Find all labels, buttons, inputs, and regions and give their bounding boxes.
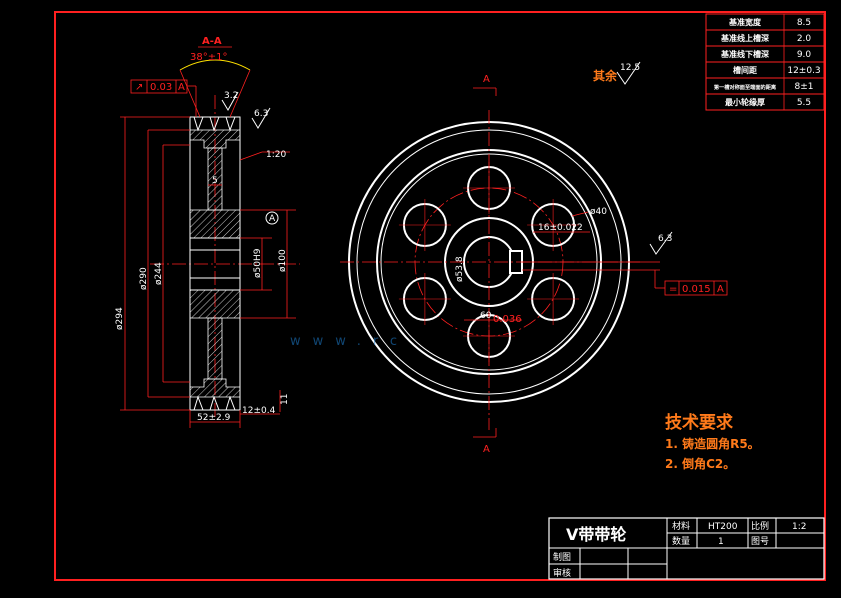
- dim-290: ø290: [139, 267, 149, 290]
- cut-marker-bottom: A: [483, 444, 490, 455]
- spec-row-name: 第一槽对称面至端面的距离: [714, 83, 776, 91]
- taper-label: 1:20: [266, 150, 286, 160]
- symmetry-datum: A: [717, 284, 724, 295]
- checked-by-label: 审核: [553, 567, 571, 579]
- section-view: ø294 ø290 ø244 ø50H9 ø100 A 52±2.9 12±0.…: [115, 36, 300, 428]
- roughness-other: 12.5: [620, 63, 640, 73]
- part-name: V带带轮: [566, 525, 626, 544]
- spec-row-name: 基准宽度: [728, 17, 762, 27]
- spec-table: 基准宽度 8.5 基准线上槽深 2.0 基准线下槽深 9.0 槽间距 12±0.3 第一槽对称面…: [705, 13, 825, 111]
- dim-width: 52±2.9: [197, 413, 231, 423]
- quantity-label: 数量: [672, 535, 690, 547]
- angle-label: 38°±1°: [190, 52, 227, 63]
- spec-row-name: 基准线上槽深: [720, 33, 769, 43]
- dim-244: ø244: [154, 262, 164, 285]
- symmetry-value: 0.015: [682, 284, 711, 295]
- dim-key-width: 16±0.022: [538, 223, 583, 233]
- spec-row-value: 9.0: [797, 50, 812, 60]
- hub-hatch-top: [189, 209, 241, 239]
- drawn-by-label: 制图: [553, 551, 571, 563]
- drawing-border: [54, 11, 826, 581]
- spec-row-value: 12±0.3: [787, 66, 820, 76]
- dim-outer-dia: ø294: [115, 307, 125, 330]
- dim-spoke: 5: [212, 176, 218, 186]
- quantity-value: 1: [718, 537, 724, 547]
- cut-marker-top: A: [483, 74, 490, 85]
- spec-row-name: 基准线下槽深: [720, 49, 769, 59]
- tech-req-item-1: 1. 铸造圆角R5。: [665, 436, 760, 451]
- spec-row-name: 最小轮缘厚: [725, 97, 765, 107]
- other-surfaces-label: 其余: [593, 68, 618, 83]
- rim-hatch-bottom: [189, 378, 241, 398]
- front-view: A A 16±0.022 ø40 ø53.8 60 0.036 = 0.015 …: [340, 74, 728, 455]
- dim-bore: ø50H9: [253, 248, 263, 278]
- dim-hole-dia: ø40: [590, 207, 607, 217]
- title-block: V带带轮 材料 HT200 比例 1:2 数量 1 图号 制图 审核: [548, 517, 825, 580]
- dim-groove-pitch: 12±0.4: [242, 406, 276, 416]
- roughness-rim: 6.3: [254, 109, 268, 119]
- material-value: HT200: [708, 522, 738, 532]
- dim-hub: ø100: [278, 249, 288, 272]
- dim-edge: 11: [280, 394, 290, 405]
- roughness-keyway: 6.3: [658, 234, 672, 244]
- spec-row-value: 5.5: [797, 98, 811, 108]
- rim-hatch-top: [189, 129, 241, 149]
- hub-hatch-bottom: [189, 289, 241, 319]
- tech-req-item-2: 2. 倒角C2。: [665, 456, 735, 471]
- dim-key-60-tol: 0.036: [493, 314, 522, 325]
- tech-req-title: 技术要求: [665, 412, 733, 433]
- spec-row-value: 2.0: [797, 34, 812, 44]
- material-label: 材料: [672, 520, 690, 532]
- spec-row-value: 8±1: [795, 82, 814, 92]
- runout-frame: [130, 79, 188, 94]
- scale-label: 比例: [751, 520, 769, 532]
- spec-row-name: 槽间距: [733, 65, 757, 75]
- angle-arc: [179, 59, 251, 71]
- symmetry-symbol: =: [669, 284, 677, 295]
- watermark: www.rc: [290, 334, 409, 349]
- roughness-groove: 3.2: [224, 91, 238, 101]
- web-hatch-bottom: [207, 317, 223, 380]
- scale-value: 1:2: [792, 522, 806, 532]
- dim-key-60: 60: [480, 311, 492, 321]
- spec-row-value: 8.5: [797, 18, 811, 28]
- dim-key-53: ø53.8: [455, 256, 465, 282]
- datum-label: A: [269, 214, 276, 224]
- runout-datum: A: [178, 82, 185, 93]
- runout-symbol: ↗: [135, 82, 143, 93]
- section-label: A-A: [202, 36, 222, 47]
- drawing-no-label: 图号: [751, 536, 769, 547]
- runout-value: 0.03: [150, 82, 172, 93]
- datum-circle: [265, 211, 279, 225]
